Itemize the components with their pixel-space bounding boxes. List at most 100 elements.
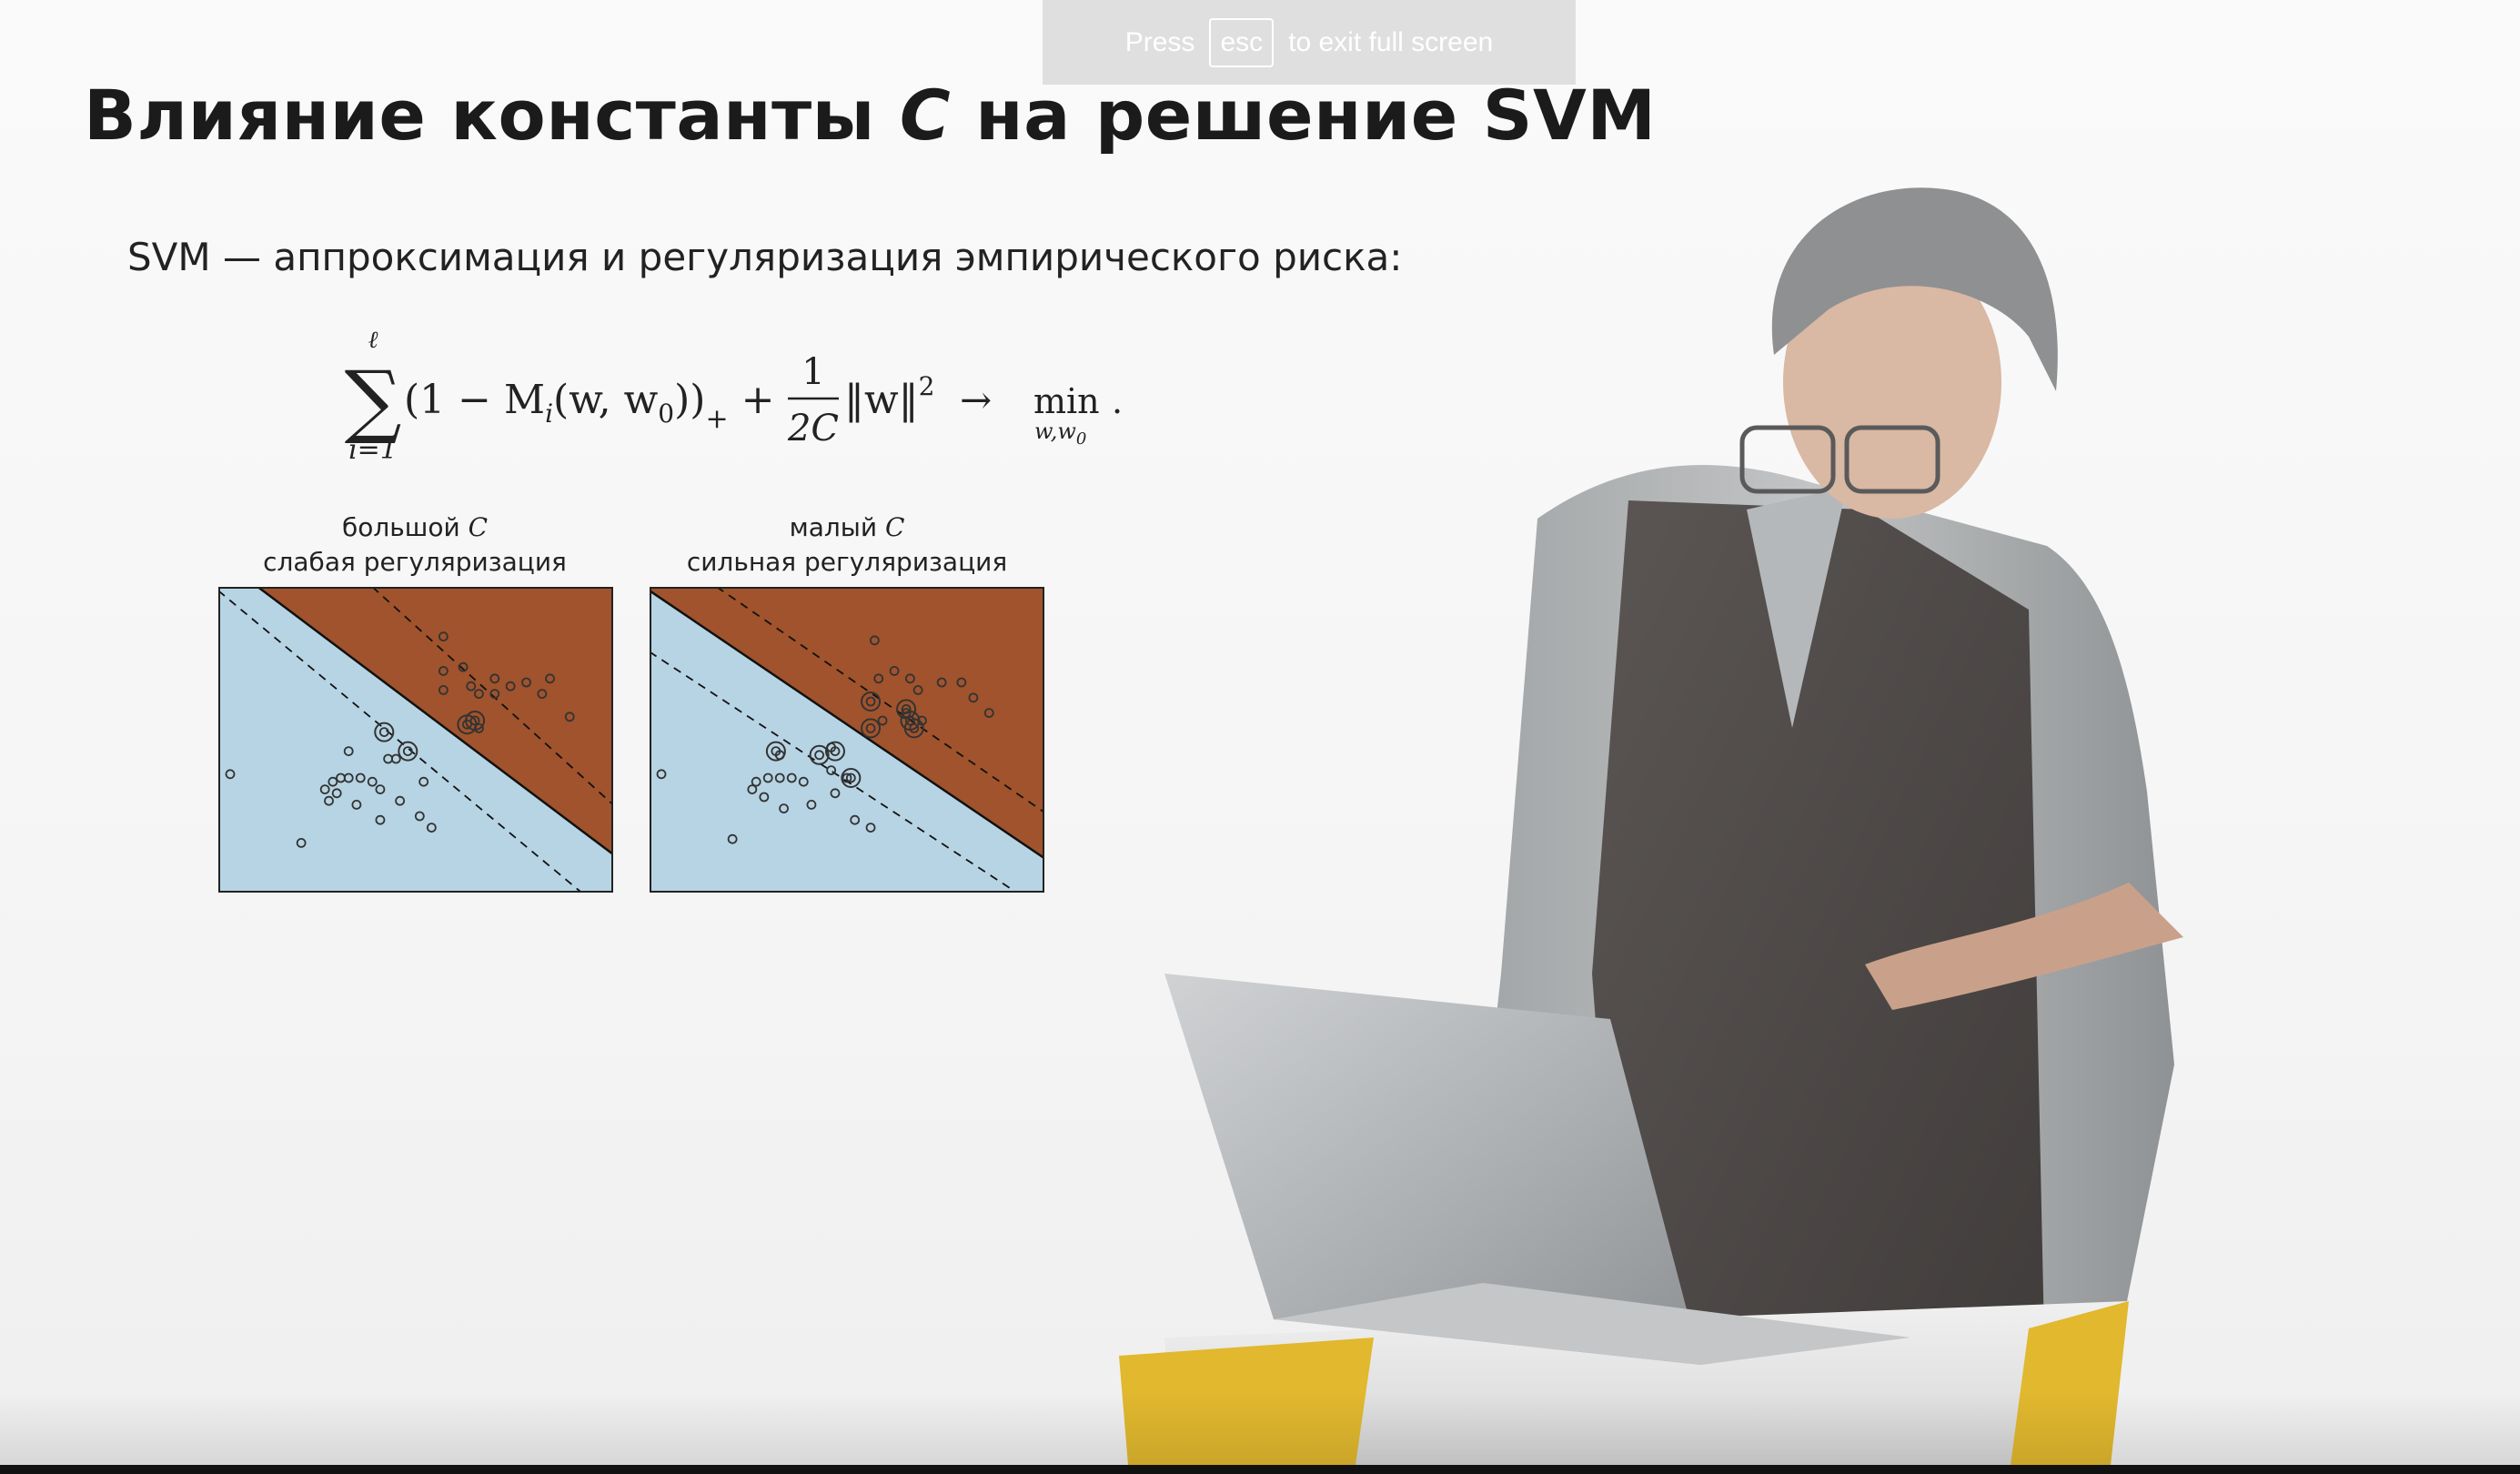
presenter-collar bbox=[1747, 487, 1847, 728]
data-point-positive bbox=[438, 631, 449, 641]
data-point-positive bbox=[901, 708, 912, 719]
support-vector-ring bbox=[861, 718, 882, 739]
data-point-positive bbox=[983, 708, 994, 719]
video-bottom-gradient bbox=[0, 1392, 2520, 1465]
data-point-positive bbox=[489, 673, 500, 684]
data-point-positive bbox=[956, 677, 967, 688]
panel-caption-right: малый C сильная регуляризация bbox=[647, 510, 1047, 580]
data-point-negative bbox=[762, 772, 773, 783]
slide-title-text-2: на решение SVM bbox=[951, 75, 1657, 156]
support-vector-ring bbox=[841, 768, 862, 788]
data-point-negative bbox=[343, 746, 354, 757]
formula-positive-part: + bbox=[705, 403, 728, 435]
panel-caption-right-text: малый bbox=[789, 512, 885, 542]
slide-title: Влияние константы C на решение SVM bbox=[84, 75, 1657, 156]
data-point-support_vectors bbox=[845, 772, 856, 783]
data-point-support_vectors bbox=[865, 696, 876, 707]
glasses-icon bbox=[1739, 425, 1836, 494]
support-vector-ring bbox=[765, 741, 786, 762]
data-point-negative bbox=[806, 799, 817, 810]
data-point-negative bbox=[319, 784, 330, 795]
data-point-positive bbox=[877, 715, 888, 726]
frac-numerator: 1 bbox=[801, 351, 824, 393]
data-point-negative bbox=[296, 837, 307, 848]
data-point-negative bbox=[779, 803, 789, 814]
formula-arrow: → bbox=[960, 378, 992, 422]
support-vector-ring bbox=[398, 741, 418, 762]
data-point-support_vectors bbox=[909, 722, 920, 733]
data-point-positive bbox=[912, 685, 923, 695]
panel-caption-left-line1: большой C bbox=[215, 510, 615, 545]
data-point-positive bbox=[537, 689, 548, 699]
positive-region bbox=[218, 587, 613, 854]
data-point-positive bbox=[968, 692, 979, 703]
data-point-support_vectors bbox=[865, 722, 876, 733]
data-point-support_vectors bbox=[771, 746, 781, 757]
panel-caption-right-line2: сильная регуляризация bbox=[686, 547, 1008, 577]
margin-line bbox=[218, 590, 582, 893]
data-point-negative bbox=[324, 795, 334, 806]
data-point-negative bbox=[850, 814, 861, 825]
svm-formula: ℓ ∑ i=1 (1 − Mi(w, w0))++ 1 2C ‖w‖2 → mi… bbox=[328, 320, 1146, 475]
panel-caption-left: большой C слабая регуляризация bbox=[215, 510, 615, 580]
formula-norm-body: ‖w‖ bbox=[844, 377, 919, 423]
formula-min-subscript: w,w0 bbox=[1034, 419, 1086, 449]
data-point-positive bbox=[474, 689, 484, 699]
decision-boundary bbox=[650, 590, 1044, 860]
data-point-positive bbox=[936, 677, 947, 688]
data-point-negative bbox=[375, 814, 386, 825]
plot-frame bbox=[650, 587, 1044, 893]
data-point-support_vectors bbox=[402, 746, 413, 757]
data-point-support_vectors bbox=[905, 715, 915, 726]
fullscreen-banner: Press esc to exit full screen bbox=[1043, 0, 1576, 85]
formula-loss-index: i bbox=[545, 399, 553, 429]
data-point-negative bbox=[751, 776, 761, 787]
data-point-support_vectors bbox=[462, 719, 472, 730]
formula-min-sub-index: 0 bbox=[1076, 429, 1086, 449]
data-point-positive bbox=[889, 666, 900, 676]
support-vector-ring bbox=[374, 722, 395, 742]
data-point-positive bbox=[489, 689, 500, 699]
formula-loss-open: (1 − M bbox=[404, 377, 545, 423]
presenter-vest bbox=[1592, 500, 2047, 1465]
data-point-positive bbox=[438, 666, 449, 676]
sum-symbol: ∑ bbox=[345, 353, 402, 447]
data-point-positive bbox=[869, 635, 880, 646]
formula-plus: + bbox=[741, 377, 775, 423]
panel-caption-left-line2: слабая регуляризация bbox=[263, 547, 567, 577]
data-point-negative bbox=[331, 788, 342, 799]
slide-title-variable: C bbox=[899, 75, 952, 156]
frac-denominator: 2C bbox=[787, 408, 839, 449]
data-point-negative bbox=[367, 776, 378, 787]
laptop-base bbox=[1274, 1283, 1910, 1365]
plot-frame bbox=[218, 587, 613, 893]
formula-term-loss: (1 − Mi(w, w0))++ bbox=[404, 377, 774, 435]
margin-line bbox=[716, 587, 1044, 813]
data-point-positive bbox=[438, 685, 449, 695]
presenter-face bbox=[1783, 246, 2001, 519]
panel-caption-right-line1: малый C bbox=[647, 510, 1047, 545]
slide-subtitle: SVM — аппроксимация и регуляризация эмпи… bbox=[127, 235, 1403, 279]
presenter-video bbox=[1119, 187, 2183, 1465]
data-point-negative bbox=[786, 772, 797, 783]
data-point-positive bbox=[521, 677, 531, 688]
margin-line bbox=[650, 651, 1018, 893]
fullscreen-banner-prefix: Press bbox=[1124, 26, 1195, 57]
data-point-negative bbox=[747, 784, 758, 795]
decision-boundary bbox=[257, 587, 613, 855]
data-point-negative bbox=[842, 772, 852, 783]
fullscreen-banner-suffix: to exit full screen bbox=[1288, 26, 1494, 57]
data-point-negative bbox=[343, 772, 354, 783]
svm-plot-small-c bbox=[650, 587, 1044, 893]
data-point-negative bbox=[798, 776, 809, 787]
data-point-positive bbox=[458, 661, 469, 672]
data-point-positive bbox=[873, 673, 884, 684]
data-point-support_vectors bbox=[469, 715, 480, 726]
data-point-negative bbox=[418, 776, 429, 787]
desk bbox=[1164, 1301, 2129, 1465]
esc-key-label: esc bbox=[1209, 17, 1275, 67]
data-point-positive bbox=[564, 712, 575, 722]
presenter-hand bbox=[1865, 883, 2183, 1010]
data-point-negative bbox=[395, 795, 406, 806]
